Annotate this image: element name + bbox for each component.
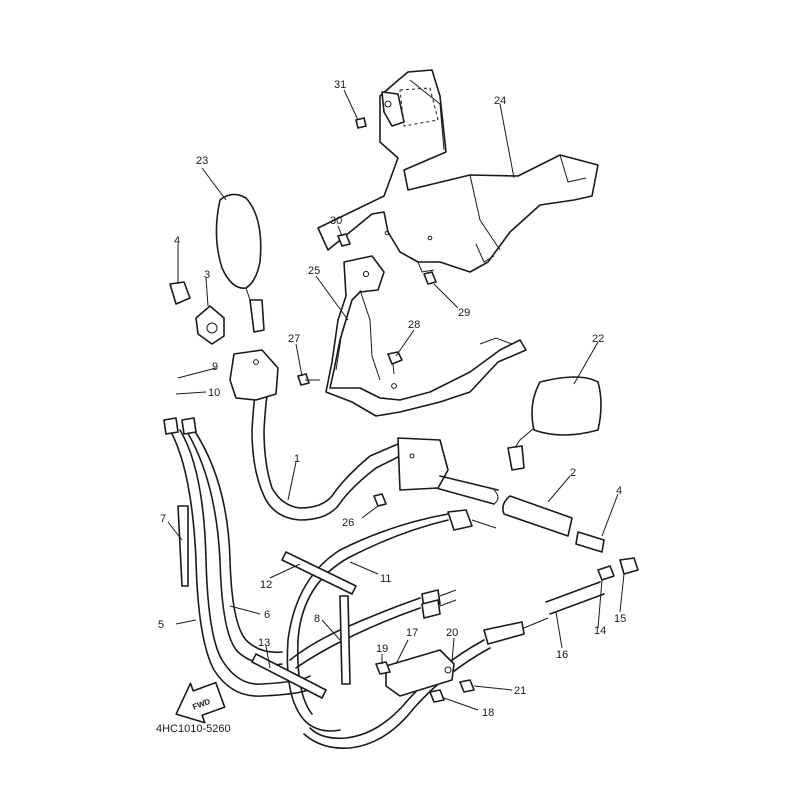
callout-26: 26 <box>342 517 354 529</box>
callout-24: 24 <box>494 95 506 107</box>
callout-6: 6 <box>264 609 270 621</box>
callout-7: 7 <box>160 513 166 525</box>
part-screw-31 <box>355 91 405 129</box>
callout-1: 1 <box>294 453 300 465</box>
part-screw-26 <box>373 493 387 507</box>
callout-27: 27 <box>288 333 300 345</box>
callout-2: 2 <box>570 467 576 479</box>
callout-30: 30 <box>330 215 342 227</box>
part-mirror-right <box>507 376 602 471</box>
callout-12: 12 <box>260 579 272 591</box>
part-screw-27 <box>297 373 320 386</box>
callout-19: 19 <box>376 643 388 655</box>
callout-22: 22 <box>592 333 604 345</box>
part-lower-cover <box>325 255 527 417</box>
callout-16: 16 <box>556 649 568 661</box>
callout-31: 31 <box>334 79 346 91</box>
callout-13: 13 <box>258 637 270 649</box>
callout-11: 11 <box>380 573 391 585</box>
part-mirror-left <box>215 193 265 333</box>
callout-5: 5 <box>158 619 164 631</box>
callout-28: 28 <box>408 319 420 331</box>
callout-21b: 21 <box>514 685 526 697</box>
callout-3: 3 <box>204 269 210 281</box>
part-grip-right <box>502 495 605 553</box>
part-nut-29 <box>423 271 437 285</box>
callout-29: 29 <box>458 307 470 319</box>
part-adjusters <box>545 557 639 615</box>
callout-9: 9 <box>212 361 218 373</box>
leader-lines <box>167 89 625 711</box>
callout-20b: 20 <box>446 627 458 639</box>
callout-labels: 31 24 23 30 4 25 3 29 28 27 22 9 10 1 2 … <box>158 79 626 719</box>
callout-10: 10 <box>208 387 220 399</box>
callout-4a: 4 <box>174 235 180 247</box>
callout-15: 15 <box>614 613 626 625</box>
part-lever-bracket <box>375 649 475 703</box>
callout-18: 18 <box>482 707 494 719</box>
drawing-code: 4HC1010-5260 <box>156 723 231 735</box>
part-throttle-housing <box>447 509 497 531</box>
part-grip-end-left <box>169 281 225 345</box>
callout-25: 25 <box>308 265 320 277</box>
callout-14: 14 <box>594 625 606 637</box>
part-bolt-28 <box>387 351 403 375</box>
part-cable-ties <box>177 505 357 699</box>
part-clip-30 <box>337 233 351 247</box>
part-handlebar <box>229 349 499 521</box>
callout-17: 17 <box>406 627 418 639</box>
callout-8b: 8 <box>314 613 320 625</box>
part-upper-cover <box>317 69 599 273</box>
callout-23: 23 <box>196 155 208 167</box>
callout-4b: 4 <box>616 485 622 497</box>
fwd-arrow-icon <box>175 681 226 724</box>
